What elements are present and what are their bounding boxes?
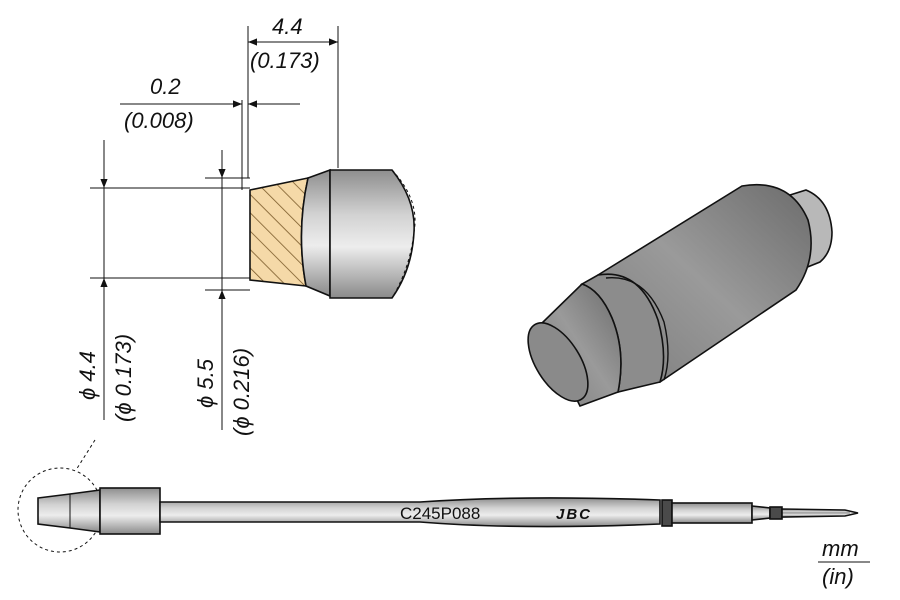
body-diameter-in: (ϕ 0.216) xyxy=(229,348,254,436)
dimension-tip-diameter: ϕ 4.4 (ϕ 0.173) xyxy=(75,140,250,422)
iso-tip-face xyxy=(527,322,589,402)
tip-shaft xyxy=(159,497,661,528)
cross-section-view xyxy=(249,168,416,299)
tip-end xyxy=(37,489,101,533)
tip-diameter-mm: ϕ 4.4 xyxy=(75,351,100,400)
length-in: (0.173) xyxy=(250,48,320,73)
dimension-offset: 0.2 (0.008) xyxy=(120,74,300,190)
full-tip-view: C245P088 JBC xyxy=(17,439,859,553)
tip-body xyxy=(99,487,161,535)
tip-neck xyxy=(300,168,331,298)
offset-mm: 0.2 xyxy=(150,74,181,99)
body-diameter-mm: ϕ 5.5 xyxy=(193,358,218,408)
dimension-body-diameter: ϕ 5.5 (ϕ 0.216) xyxy=(193,150,254,436)
tip-body-section xyxy=(329,169,415,299)
isometric-tip-view xyxy=(527,184,833,407)
offset-in: (0.008) xyxy=(124,108,194,133)
dimension-length: 4.4 (0.173) xyxy=(247,14,339,178)
unit-in: (in) xyxy=(822,564,854,589)
tip-hatched-section xyxy=(249,176,310,287)
break-line xyxy=(391,169,416,299)
length-mm: 4.4 xyxy=(272,14,303,39)
iso-cone xyxy=(539,283,622,407)
part-number-label: C245P088 xyxy=(400,504,480,523)
units-legend: mm (in) xyxy=(818,536,870,589)
shaft-ring xyxy=(661,499,673,527)
brand-logo: JBC xyxy=(556,506,592,523)
unit-mm: mm xyxy=(822,536,859,561)
cartridge-rear xyxy=(671,502,753,524)
tip-diameter-in: (ϕ 0.173) xyxy=(111,334,136,422)
